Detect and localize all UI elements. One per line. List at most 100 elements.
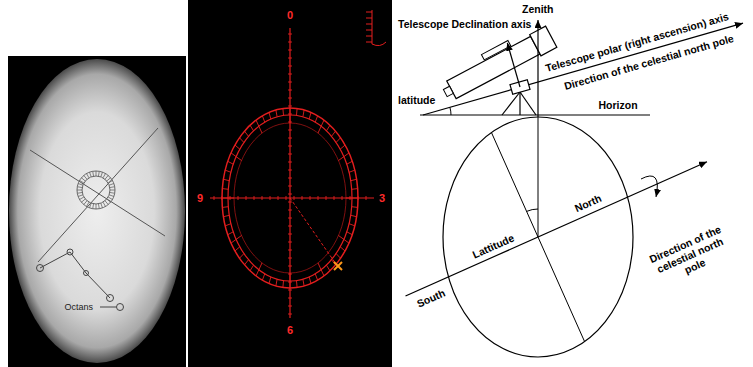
zenith-label: Zenith — [522, 3, 554, 15]
dew-shield — [530, 26, 557, 56]
reticle-tick — [351, 179, 357, 180]
reticle-tick — [231, 236, 241, 244]
reticle-tick — [303, 110, 304, 117]
pole-label: South — [415, 286, 447, 309]
reticle-tick — [107, 178, 111, 181]
reticle-tick — [336, 254, 340, 259]
reticle-tick — [96, 204, 97, 209]
year-scale — [372, 10, 373, 44]
reticle-tick — [98, 171, 100, 176]
reticle-tick — [250, 265, 254, 271]
hour-mark: 0 — [287, 9, 293, 22]
constellation-name: Octans — [65, 302, 94, 312]
reticle-tick — [78, 184, 83, 186]
star-mark — [117, 304, 124, 311]
reticle-tick — [351, 215, 357, 216]
polar-axis-line — [423, 23, 743, 115]
reticle-tick — [331, 131, 335, 136]
scale-tick — [366, 30, 372, 31]
reticle-line — [38, 128, 158, 262]
reticle-tick — [244, 131, 248, 136]
reticle-tick — [349, 170, 355, 172]
reticle-tick — [239, 138, 243, 143]
constellation-line — [40, 252, 110, 298]
reticle-tick — [340, 145, 345, 149]
eyepiece — [443, 86, 453, 96]
reticle-tick — [269, 277, 271, 284]
reticle-tick — [103, 174, 106, 178]
pole-label: North — [573, 191, 603, 213]
reticle-tick — [90, 203, 92, 208]
reticle-tick — [352, 188, 358, 190]
reticle-tick — [84, 175, 87, 179]
reticle-tick — [318, 263, 324, 276]
reticle-tick — [347, 232, 352, 235]
reticle-tick — [239, 254, 243, 259]
reticle-tick — [81, 178, 85, 181]
reticle-ground — [188, 0, 392, 367]
reticle-tick — [244, 260, 248, 265]
scale-tick — [366, 42, 372, 43]
reticle-tick — [352, 206, 358, 208]
rotation-arrow — [641, 176, 657, 197]
reticle-tick — [109, 184, 114, 186]
zenith-line — [537, 20, 538, 117]
angle-label: latitude — [398, 94, 435, 106]
finder-scope — [481, 41, 510, 60]
reticle-tick — [109, 195, 114, 197]
photo-ground — [8, 56, 186, 367]
reticle-tick — [81, 199, 85, 202]
reticle-tick — [80, 181, 84, 184]
reticle-tick — [110, 190, 115, 191]
reticle-tick — [235, 247, 240, 251]
reticle-tick — [105, 201, 108, 205]
reticle-tick — [78, 195, 83, 197]
reticle-tick — [228, 232, 233, 235]
star-mark — [67, 249, 73, 255]
scale-tick — [366, 12, 372, 13]
year-scale — [372, 42, 386, 46]
reticle-tick — [108, 181, 112, 184]
reticle-tick — [340, 247, 345, 251]
tripod-leg — [519, 92, 520, 115]
reticle-tick — [84, 201, 87, 205]
reticle-tick — [349, 224, 355, 226]
scale-tick — [366, 18, 372, 19]
reticle-tick — [326, 265, 330, 271]
polaris-mark — [334, 262, 342, 270]
polaris-mark — [334, 262, 342, 270]
angle-arc — [527, 209, 538, 211]
reticle-tick — [338, 153, 348, 161]
reticle-tick — [87, 202, 90, 206]
reticle-tick — [336, 138, 340, 143]
reticle-ring — [77, 171, 115, 209]
angle-arc — [450, 107, 451, 115]
reticle-tick — [338, 236, 348, 244]
reticle-tick — [90, 172, 92, 177]
reticle-line — [30, 150, 165, 236]
reticle-tick — [80, 197, 84, 200]
angle-label: Lattitude — [470, 232, 515, 261]
polar-scope-photo — [8, 56, 186, 367]
scope-view — [9, 59, 185, 363]
reticle-tick — [92, 171, 94, 176]
reticle-tick — [309, 277, 311, 284]
hour-mark: 3 — [379, 192, 385, 205]
earth-axis-line — [406, 162, 708, 296]
earth-outline — [443, 117, 633, 357]
reticle-tick — [87, 174, 90, 178]
declination-axis-line — [507, 43, 520, 87]
crosshair — [210, 197, 374, 198]
reticle-ring — [82, 176, 110, 204]
reticle-tick — [296, 108, 298, 115]
reticle-tick — [77, 186, 82, 188]
reticle-tick — [315, 274, 317, 280]
reticle-tick — [235, 145, 240, 149]
reticle-tick — [309, 112, 311, 119]
reticle-tick — [282, 281, 284, 288]
reticle-tick — [256, 263, 262, 276]
reticle-tick — [326, 125, 330, 131]
reticle-tick — [105, 175, 108, 179]
